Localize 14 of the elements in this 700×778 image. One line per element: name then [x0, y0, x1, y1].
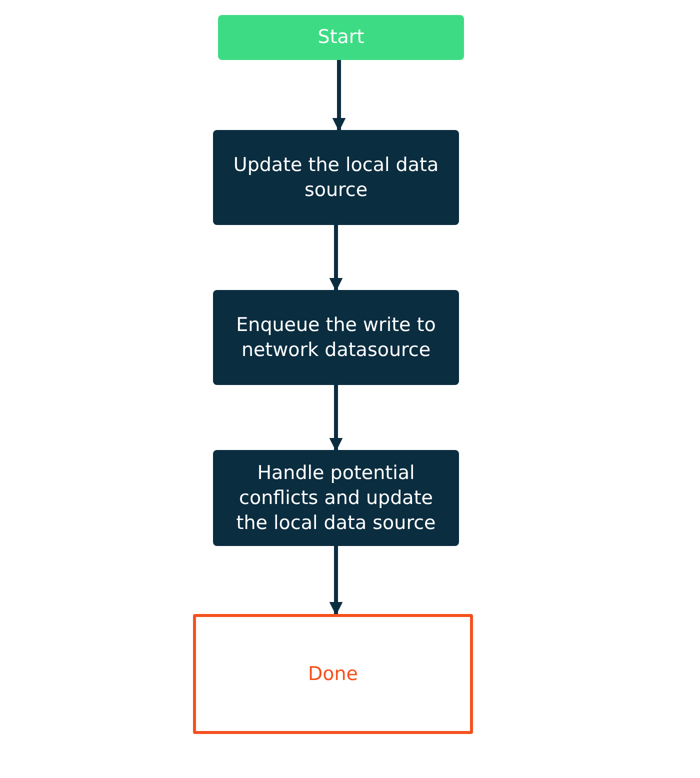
process-box: [213, 130, 459, 225]
process-box: [213, 450, 459, 546]
node-label: Done: [307, 662, 359, 686]
arrow: [332, 60, 346, 132]
node-label: Update the local data source: [232, 152, 440, 202]
start-terminal: [218, 15, 464, 60]
process-box: [213, 290, 459, 385]
end-terminal: [193, 614, 473, 734]
node-label: Enqueue the write to network datasource: [235, 312, 437, 362]
arrow: [329, 385, 343, 452]
node-label: Start: [316, 25, 366, 50]
node-label: Handle potential conflicts and update the local data source: [235, 460, 437, 536]
arrow: [329, 225, 343, 292]
arrow: [329, 546, 343, 616]
